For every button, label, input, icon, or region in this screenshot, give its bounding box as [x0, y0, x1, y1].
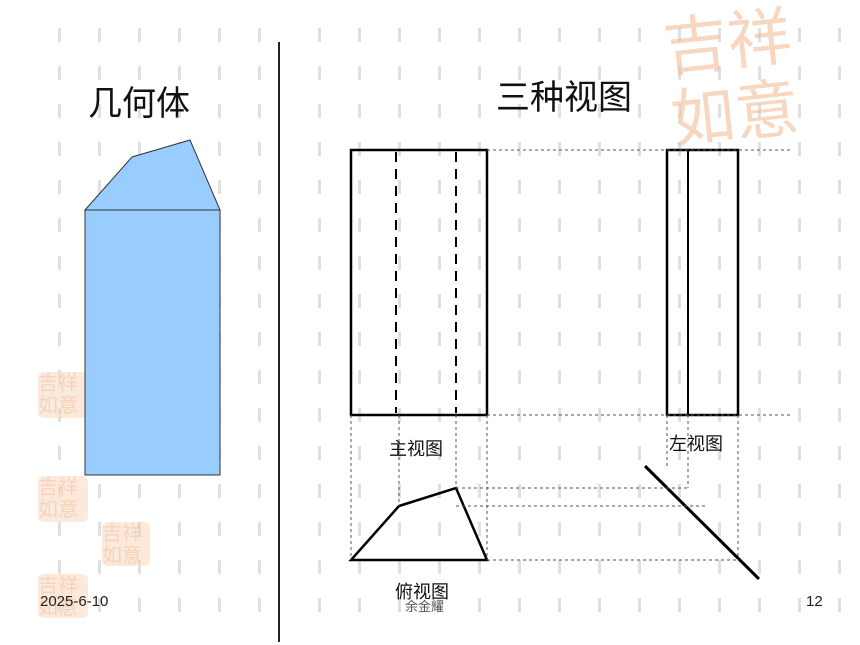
guide-line [518, 28, 521, 628]
guide-line [758, 28, 761, 628]
seal-stamp-small: 吉祥如意 [102, 522, 150, 566]
seal-stamp-small: 吉祥如意 [38, 372, 88, 418]
guide-line [358, 28, 361, 628]
guide-line [318, 28, 321, 628]
footer-date: 2025-6-10 [40, 593, 109, 610]
reference-line-45deg [643, 464, 761, 581]
seal-stamp-small: 吉祥如意 [38, 574, 88, 618]
top-view-outline [348, 486, 489, 562]
seal-stamp-small: 吉祥如意 [38, 476, 88, 522]
guide-line [678, 28, 681, 628]
guide-line [598, 28, 601, 628]
left-view-label: 左视图 [669, 434, 723, 455]
guide-line [258, 28, 261, 628]
solid-title: 几何体 [88, 84, 190, 124]
panel-divider [278, 42, 280, 642]
page-number: 12 [806, 593, 823, 610]
guide-line [638, 28, 641, 628]
front-view-outline [349, 148, 489, 417]
guide-line [838, 28, 841, 628]
guide-line [558, 28, 561, 628]
views-title: 三种视图 [496, 78, 632, 118]
solid-roof [83, 139, 221, 211]
guide-line [798, 28, 801, 628]
solid-body [84, 209, 221, 476]
front-view-label: 主视图 [389, 439, 443, 460]
guide-line [398, 28, 401, 628]
guide-line [478, 28, 481, 628]
projection-lines [350, 149, 790, 561]
left-view-outline [665, 148, 740, 417]
guide-line [438, 28, 441, 628]
guide-line [58, 28, 61, 628]
footer-author: 余金耀 [405, 599, 445, 614]
guide-line [718, 28, 721, 628]
top-view-label: 俯视图 [395, 582, 449, 603]
